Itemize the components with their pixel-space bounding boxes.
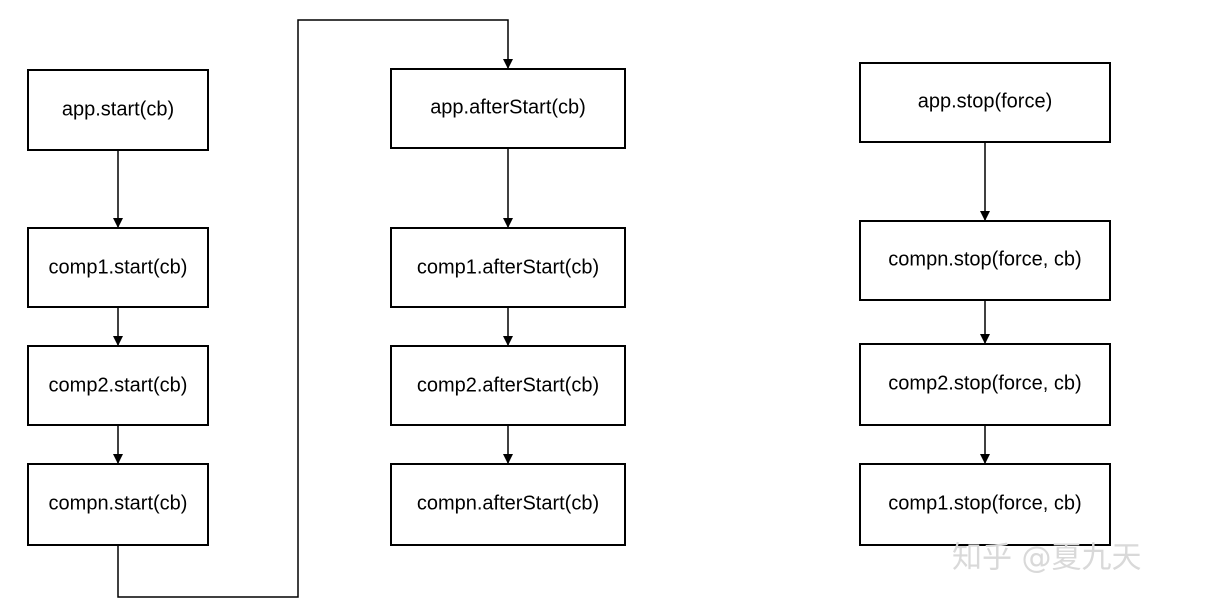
edges xyxy=(113,19,990,598)
node-compn-start: compn.start(cb) xyxy=(27,463,209,546)
node-comp2-afterstart: comp2.afterStart(cb) xyxy=(390,345,626,426)
node-comp1-start: comp1.start(cb) xyxy=(27,227,209,308)
node-compn-stop-label: compn.stop(force, cb) xyxy=(888,248,1081,270)
node-compn-start-label: compn.start(cb) xyxy=(49,492,188,514)
node-comp2-afterstart-label: comp2.afterStart(cb) xyxy=(417,374,599,396)
node-compn-stop: compn.stop(force, cb) xyxy=(859,220,1111,301)
node-app-start: app.start(cb) xyxy=(27,69,209,151)
node-comp1-afterstart: comp1.afterStart(cb) xyxy=(390,227,626,308)
node-comp1-afterstart-label: comp1.afterStart(cb) xyxy=(417,256,599,278)
node-comp1-stop-label: comp1.stop(force, cb) xyxy=(888,492,1081,514)
node-comp1-start-label: comp1.start(cb) xyxy=(49,256,188,278)
node-comp2-start-label: comp2.start(cb) xyxy=(49,374,188,396)
node-app-afterstart: app.afterStart(cb) xyxy=(390,68,626,149)
watermark-text: 知乎 @夏九天 xyxy=(952,541,1142,576)
node-comp2-start: comp2.start(cb) xyxy=(27,345,209,426)
node-compn-afterstart-label: compn.afterStart(cb) xyxy=(417,492,599,514)
node-app-afterstart-label: app.afterStart(cb) xyxy=(430,96,586,118)
node-comp2-stop: comp2.stop(force, cb) xyxy=(859,343,1111,426)
node-app-stop: app.stop(force) xyxy=(859,62,1111,143)
edge-compn-start-to-app-afterstart xyxy=(117,19,513,598)
node-comp1-stop: comp1.stop(force, cb) xyxy=(859,463,1111,546)
node-app-stop-label: app.stop(force) xyxy=(918,90,1053,112)
node-comp2-stop-label: comp2.stop(force, cb) xyxy=(888,372,1081,394)
node-app-start-label: app.start(cb) xyxy=(62,98,174,120)
node-compn-afterstart: compn.afterStart(cb) xyxy=(390,463,626,546)
